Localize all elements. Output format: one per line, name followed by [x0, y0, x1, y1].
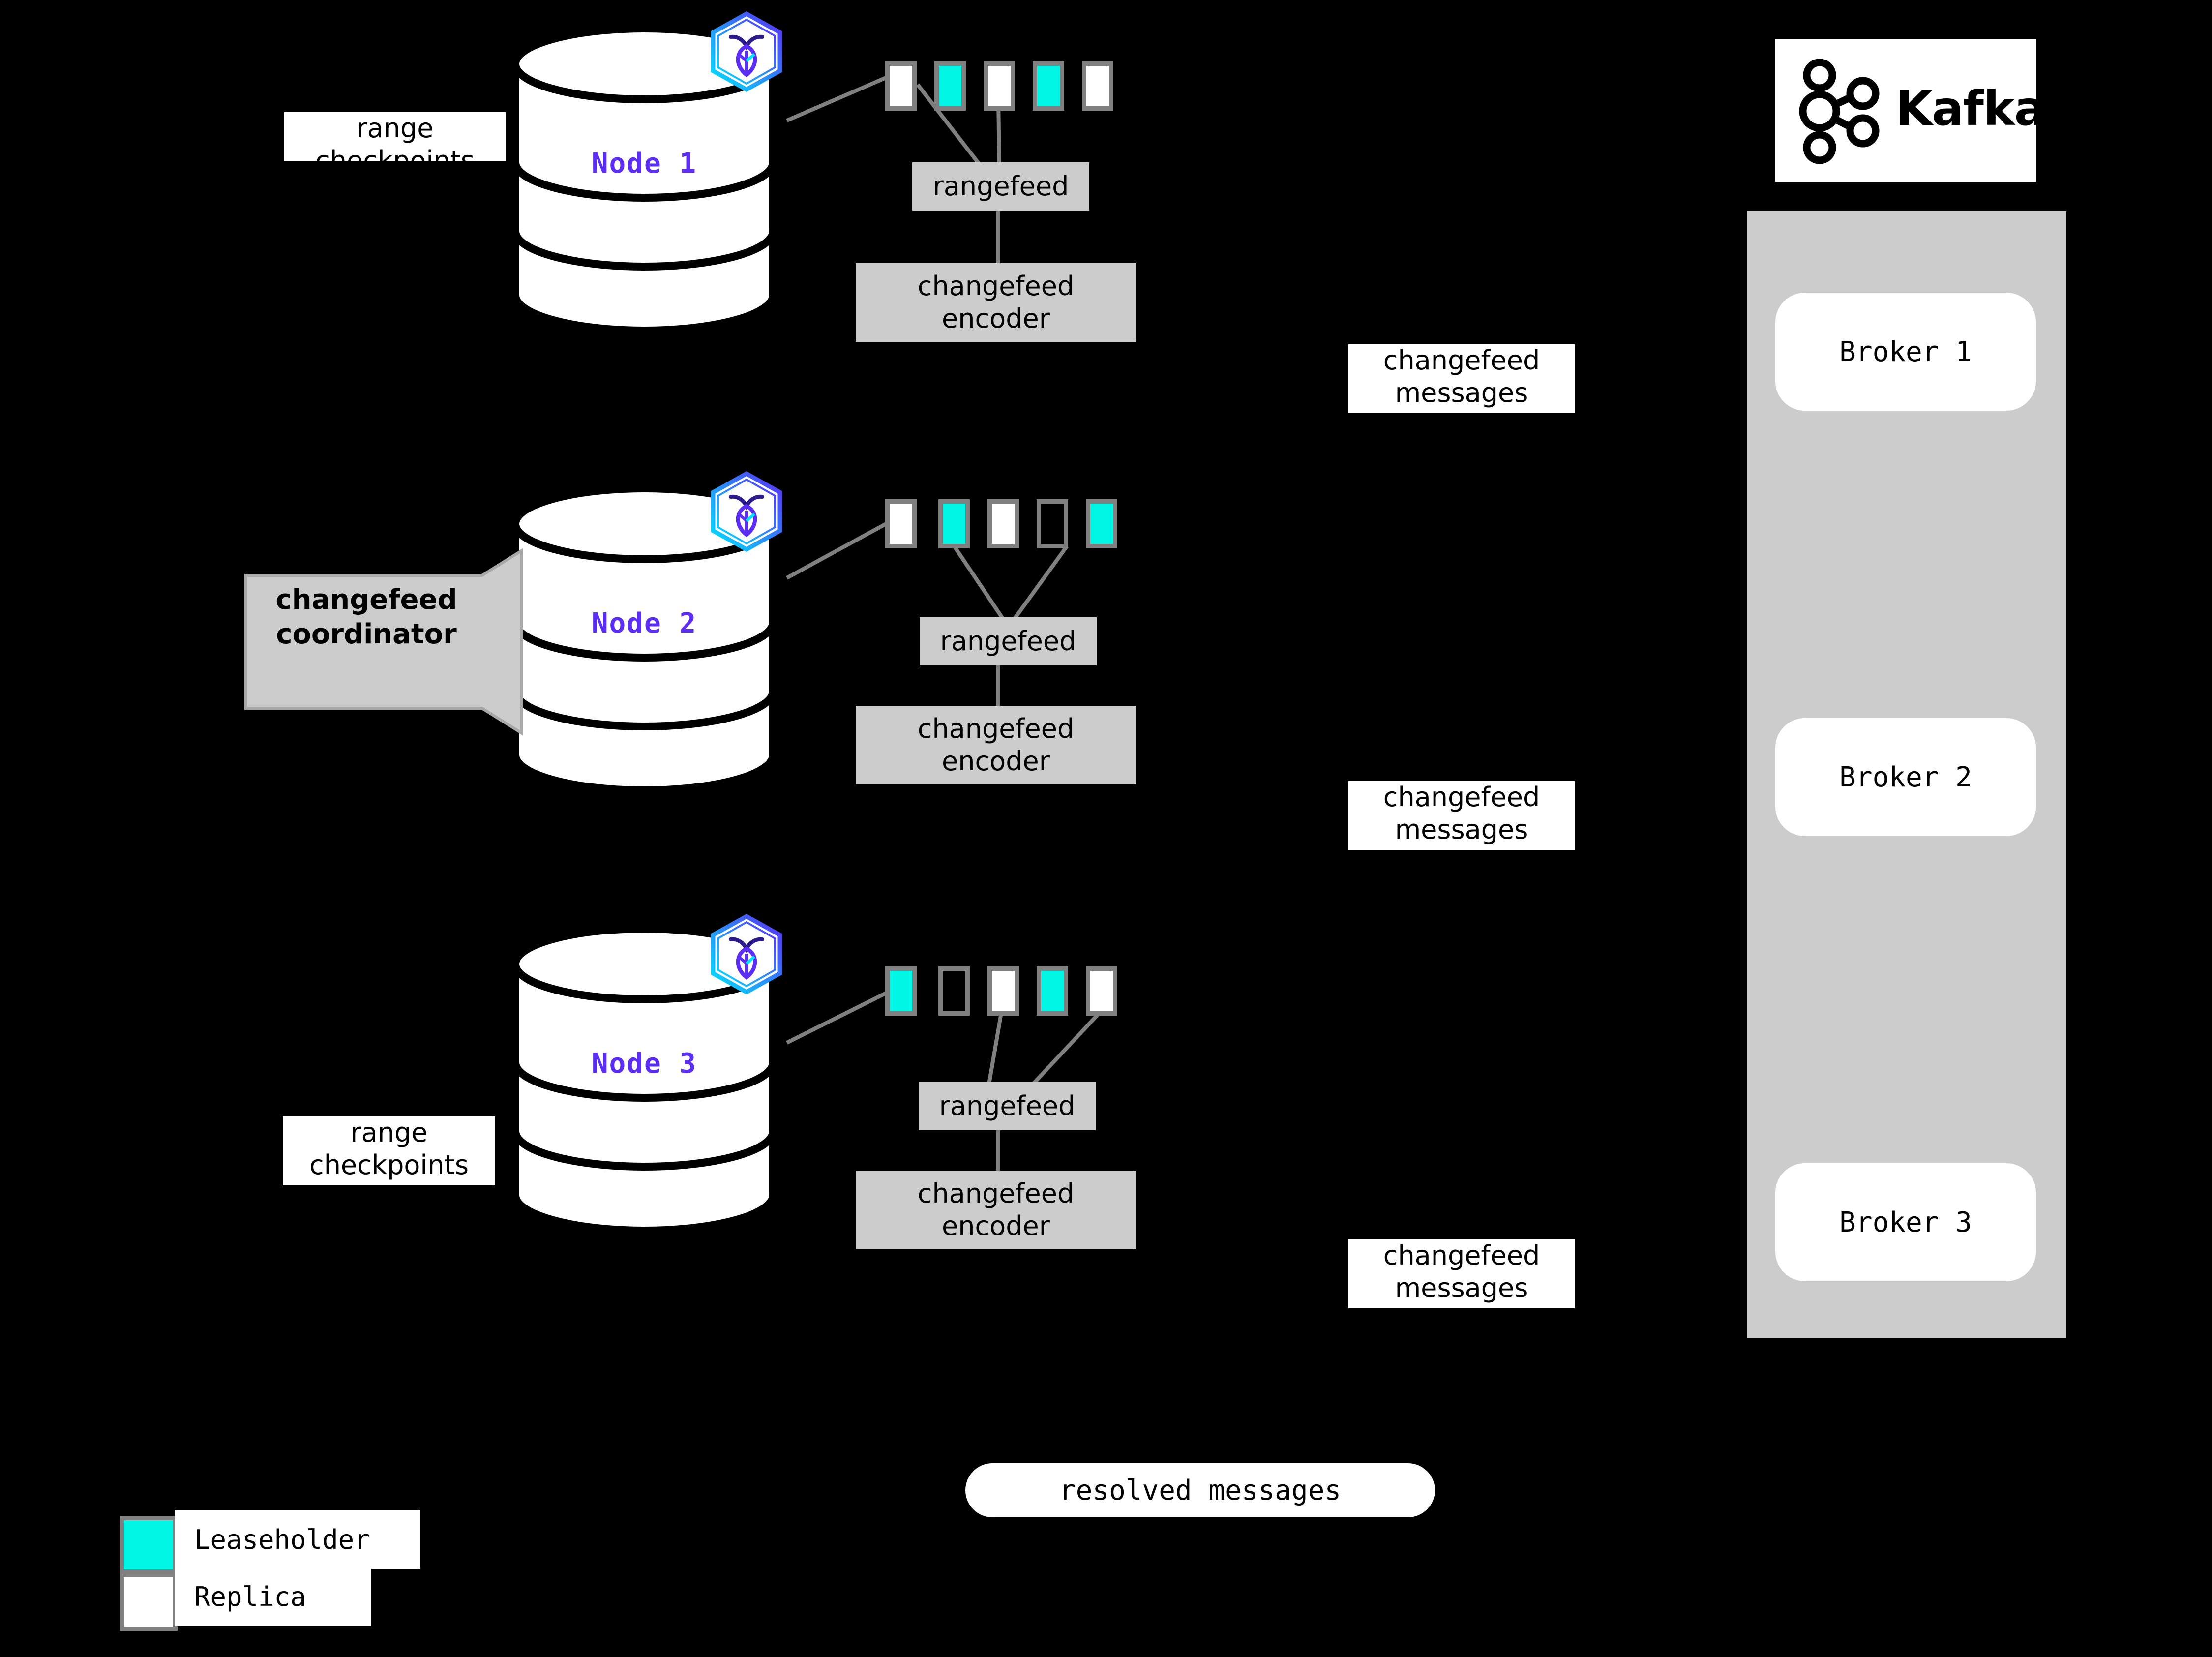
- cockroachdb-logo-icon: [707, 912, 786, 996]
- range-box: [1037, 966, 1068, 1016]
- range-box: [1086, 499, 1117, 548]
- node-1-range-checkpoints-label: range checkpoints: [284, 112, 506, 176]
- node-3-range-checkpoints-label: range checkpoints: [283, 1116, 495, 1185]
- kafka-wordmark: Kafka: [1896, 81, 2046, 136]
- changefeed-coordinator-label: changefeed coordinator: [275, 584, 457, 650]
- node-1-rangefeed-box: rangefeed: [912, 162, 1089, 211]
- legend-swatch-leaseholder: [120, 1516, 178, 1574]
- node-3-label: Node 3: [591, 1048, 697, 1080]
- node-2-label: Node 2: [591, 607, 697, 639]
- node-3-rangefeed-box: rangefeed: [919, 1082, 1096, 1130]
- range-box: [987, 966, 1019, 1016]
- broker-1: Broker 1: [1775, 293, 2036, 411]
- range-box: [885, 61, 917, 111]
- range-box: [885, 499, 917, 548]
- cockroachdb-logo-icon: [707, 10, 786, 93]
- node-2-changefeed-encoder-box: changefeed encoder: [856, 706, 1136, 784]
- node-2-cylinder: Node 2: [511, 484, 777, 794]
- range-box: [1037, 499, 1068, 548]
- resolved-messages-pill: resolved messages: [965, 1463, 1435, 1517]
- range-box: [934, 61, 966, 111]
- node-3-changefeed-encoder-box: changefeed encoder: [856, 1171, 1136, 1249]
- range-box: [938, 966, 970, 1016]
- node-1-changefeed-encoder-box: changefeed encoder: [856, 263, 1136, 342]
- range-box: [1033, 61, 1064, 111]
- node-1-label: Node 1: [591, 148, 697, 180]
- changefeed-messages-label-3: changefeed messages: [1348, 1239, 1575, 1308]
- broker-2: Broker 2: [1775, 718, 2036, 836]
- range-box: [984, 61, 1015, 111]
- changefeed-coordinator-callout: [244, 546, 551, 738]
- changefeed-messages-label-2: changefeed messages: [1348, 781, 1575, 850]
- broker-3: Broker 3: [1775, 1163, 2036, 1281]
- legend-swatch-replica: [120, 1573, 178, 1631]
- range-box: [1082, 61, 1113, 111]
- range-box: [885, 966, 917, 1016]
- changefeed-messages-label-1: changefeed messages: [1348, 344, 1575, 413]
- legend-label-leaseholder: Leaseholder: [175, 1510, 420, 1569]
- node-2-rangefeed-box: rangefeed: [920, 617, 1097, 665]
- cockroachdb-logo-icon: [707, 470, 786, 553]
- range-box: [987, 499, 1019, 548]
- legend-label-replica: Replica: [175, 1567, 371, 1626]
- node-3-cylinder: Node 3: [511, 925, 777, 1235]
- kafka-logo-box: Kafka: [1775, 39, 2046, 182]
- range-box: [1086, 966, 1117, 1016]
- range-box: [938, 499, 970, 548]
